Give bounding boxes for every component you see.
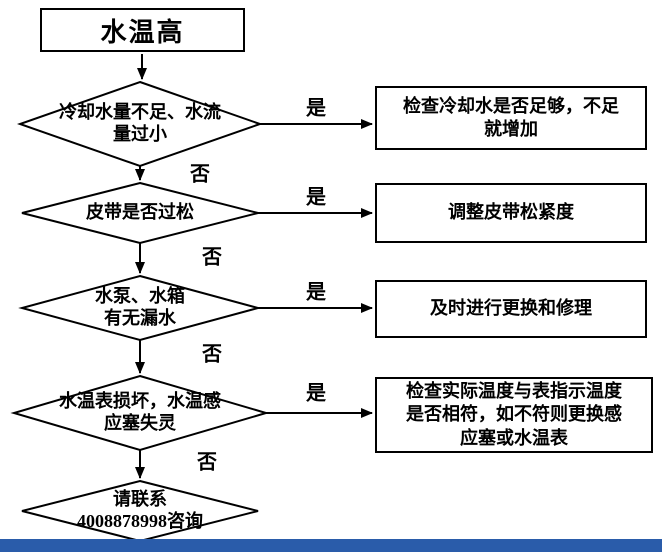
yes-label-2: 是 bbox=[306, 186, 326, 209]
decision-node-4-label: 水温表损坏，水温感 应塞失灵 bbox=[59, 391, 221, 433]
action-node-2: 调整皮带松紧度 bbox=[375, 183, 647, 243]
start-node: 水温高 bbox=[40, 8, 245, 52]
action-node-1: 检查冷却水是否足够，不足 就增加 bbox=[375, 86, 647, 150]
yes-label-4: 是 bbox=[306, 382, 326, 405]
no-label-2: 否 bbox=[202, 246, 222, 269]
decision-node-3-label: 水泵、水箱 有无漏水 bbox=[95, 286, 185, 328]
no-label-4: 否 bbox=[197, 451, 217, 474]
end-node-label: 请联系 4008878998咨询 bbox=[77, 489, 203, 531]
action-node-3: 及时进行更换和修理 bbox=[375, 280, 647, 338]
decision-node-2-label: 皮带是否过松 bbox=[86, 202, 194, 223]
footer-bar bbox=[0, 539, 662, 552]
no-label-3: 否 bbox=[202, 343, 222, 366]
action-node-4: 检查实际温度与表指示温度 是否相符，如不符则更换感 应塞或水温表 bbox=[375, 377, 653, 453]
decision-node-1-label: 冷却水量不足、水流 量过小 bbox=[59, 102, 221, 144]
yes-label-1: 是 bbox=[306, 97, 326, 120]
yes-label-3: 是 bbox=[306, 281, 326, 304]
no-label-1: 否 bbox=[190, 163, 210, 186]
